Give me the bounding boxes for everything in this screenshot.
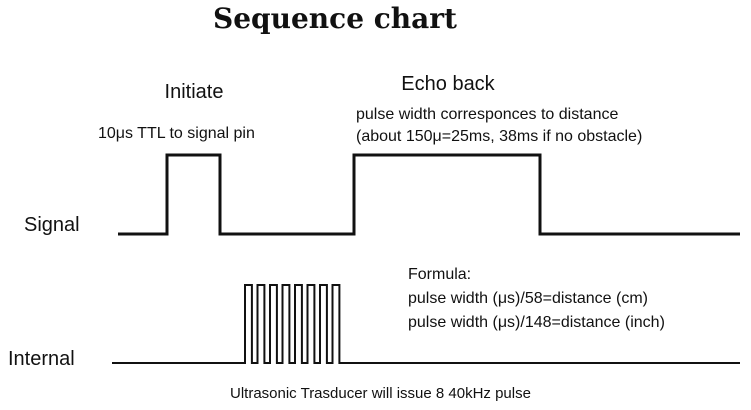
echo-back-label: Echo back bbox=[401, 73, 495, 95]
transducer-caption: Ultrasonic Trasducer will issue 8 40kHz … bbox=[230, 385, 531, 402]
formula-cm: pulse width (μs)/58=distance (cm) bbox=[408, 290, 648, 307]
signal-row-label: Signal bbox=[24, 214, 80, 236]
echo-note-line-1: pulse width corresponces to distance bbox=[356, 106, 618, 123]
internal-row-label: Internal bbox=[8, 348, 75, 370]
internal-pulse-train bbox=[112, 284, 740, 364]
formula-inch: pulse width (μs)/148=distance (inch) bbox=[408, 314, 665, 331]
echo-note-line-2: (about 150μ=25ms, 38ms if no obstacle) bbox=[356, 128, 642, 145]
formula-title: Formula: bbox=[408, 266, 471, 283]
initiate-note: 10μs TTL to signal pin bbox=[98, 125, 255, 142]
signal-waveform bbox=[118, 153, 740, 236]
diagram-title: Sequence chart bbox=[213, 2, 457, 35]
initiate-label: Initiate bbox=[165, 81, 224, 103]
